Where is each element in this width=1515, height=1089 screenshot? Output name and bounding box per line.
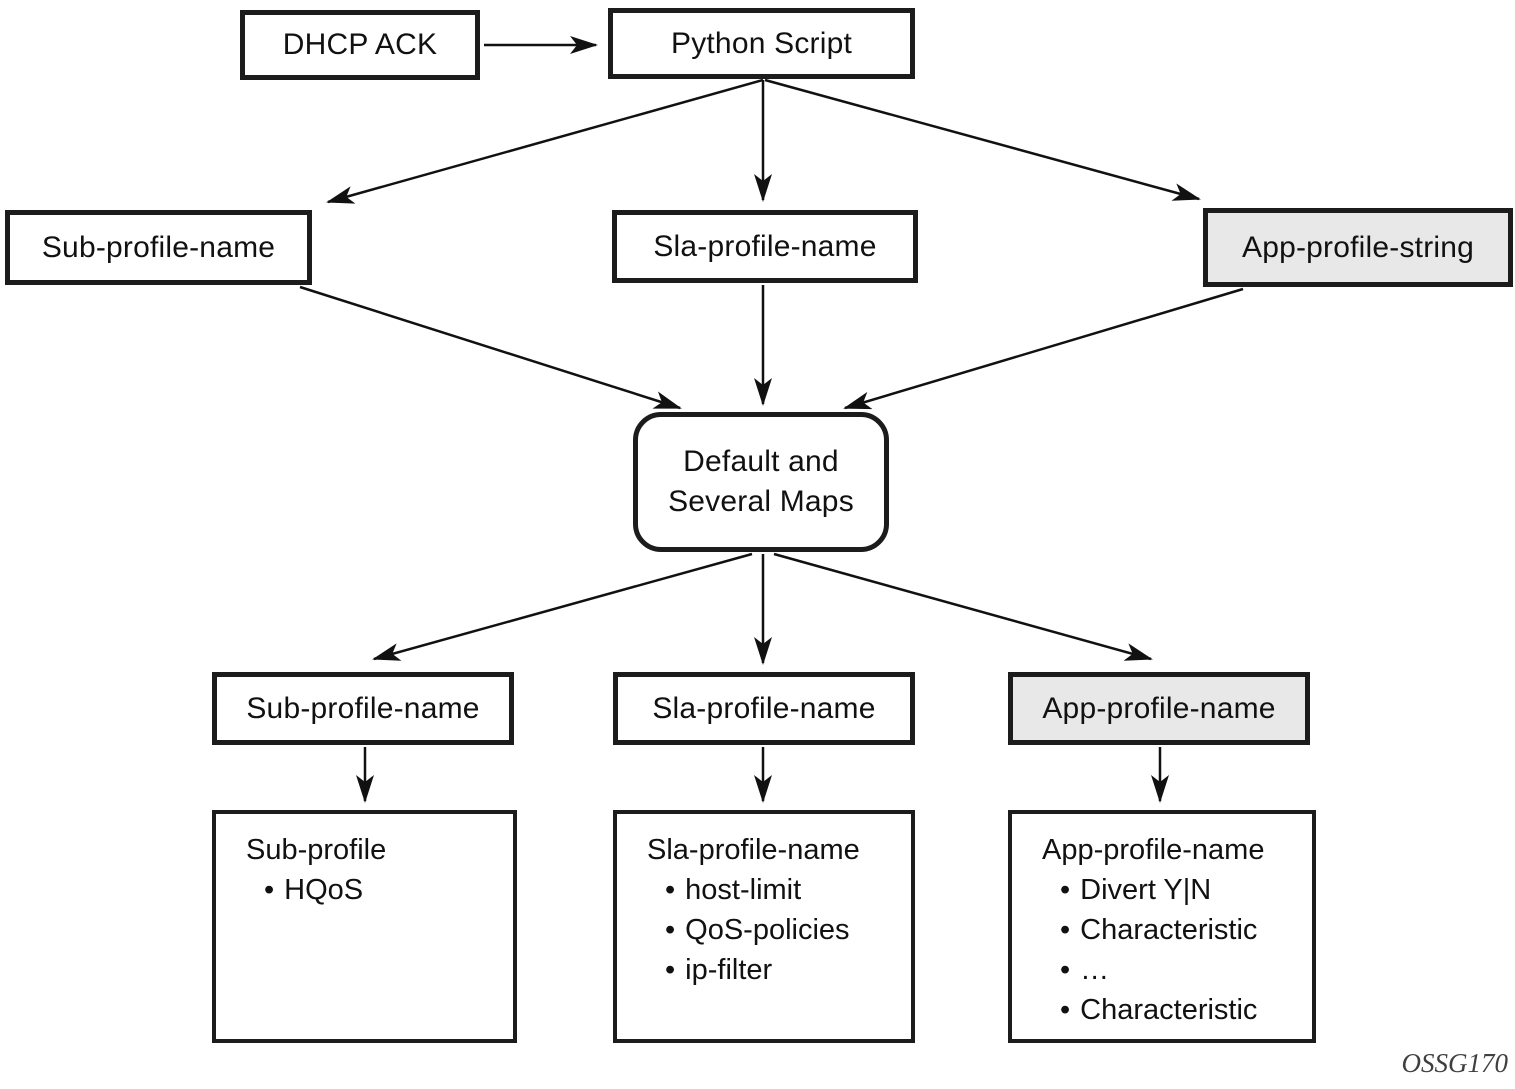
python-script-label: Python Script	[670, 26, 853, 60]
list-item-text: HQoS	[284, 874, 364, 906]
arrow-python-to-sub	[326, 78, 764, 204]
default-and-several-maps-node: Default and Several Maps	[633, 412, 889, 552]
list-item: • QoS-policies	[617, 910, 911, 950]
list-item: • Characteristic	[1012, 910, 1312, 950]
sla-profile-name-mid-label: Sla-profile-name	[652, 691, 876, 725]
sub-profile-name-mid-label: Sub-profile-name	[246, 691, 480, 725]
arrow-python-to-appstring	[764, 78, 1201, 201]
app-profile-string-label: App-profile-string	[1241, 230, 1475, 264]
list-item: • Characteristic	[1012, 990, 1312, 1030]
list-item-text: Characteristic	[1080, 994, 1258, 1026]
sla-profile-name-top-node: Sla-profile-name	[612, 210, 918, 283]
bullet-glyph: •	[1060, 954, 1071, 986]
bullet-glyph: •	[1060, 874, 1071, 906]
list-item-text: ip-filter	[685, 954, 773, 986]
list-item-text: QoS-policies	[685, 914, 850, 946]
app-profile-string-node: App-profile-string	[1203, 208, 1513, 287]
bullet-glyph: •	[1060, 914, 1071, 946]
dhcp-ack-label: DHCP ACK	[282, 28, 438, 61]
arrow-sub-to-default	[299, 285, 682, 410]
list-item: • HQoS	[216, 870, 513, 910]
sub-profile-name-mid-node: Sub-profile-name	[212, 672, 514, 745]
sla-profile-detail-box: Sla-profile-name • host-limit • QoS-poli…	[613, 810, 915, 1043]
arrow-appstring-to-default	[843, 287, 1244, 410]
figure-id-label: OSSG170	[1401, 1048, 1509, 1078]
list-item: • Divert Y|N	[1012, 870, 1312, 910]
sub-profile-detail-title: Sub-profile	[246, 834, 387, 866]
list-item-text: Divert Y|N	[1080, 874, 1212, 906]
app-profile-detail-box: App-profile-name • Divert Y|N • Characte…	[1008, 810, 1316, 1043]
default-maps-label-line1: Default and	[683, 445, 839, 478]
sla-profile-name-top-label: Sla-profile-name	[653, 229, 877, 263]
list-item-text: Characteristic	[1080, 914, 1258, 946]
app-profile-name-mid-label: App-profile-name	[1042, 691, 1276, 725]
app-profile-name-mid-node: App-profile-name	[1008, 672, 1310, 745]
bullet-glyph: •	[1060, 994, 1071, 1026]
sub-profile-name-top-node: Sub-profile-name	[5, 210, 312, 285]
sub-profile-name-top-label: Sub-profile-name	[41, 230, 276, 264]
list-item: • ip-filter	[617, 950, 911, 990]
list-item: • …	[1012, 950, 1312, 990]
sla-profile-detail-title: Sla-profile-name	[647, 834, 860, 866]
python-script-node: Python Script	[608, 8, 915, 79]
list-item-text: host-limit	[685, 874, 802, 906]
dhcp-ack-node: DHCP ACK	[240, 10, 480, 80]
bullet-glyph: •	[264, 874, 275, 906]
bullet-glyph: •	[665, 914, 676, 946]
list-item: • host-limit	[617, 870, 911, 910]
bullet-glyph: •	[665, 874, 676, 906]
sub-profile-detail-box: Sub-profile • HQoS	[212, 810, 517, 1043]
arrow-default-to-appmid	[773, 552, 1153, 661]
arrow-default-to-submid	[372, 552, 753, 661]
default-maps-label-line2: Several Maps	[668, 485, 854, 518]
app-profile-detail-title: App-profile-name	[1042, 834, 1265, 866]
list-item-text: …	[1080, 954, 1110, 986]
bullet-glyph: •	[665, 954, 676, 986]
sla-profile-name-mid-node: Sla-profile-name	[613, 672, 915, 745]
